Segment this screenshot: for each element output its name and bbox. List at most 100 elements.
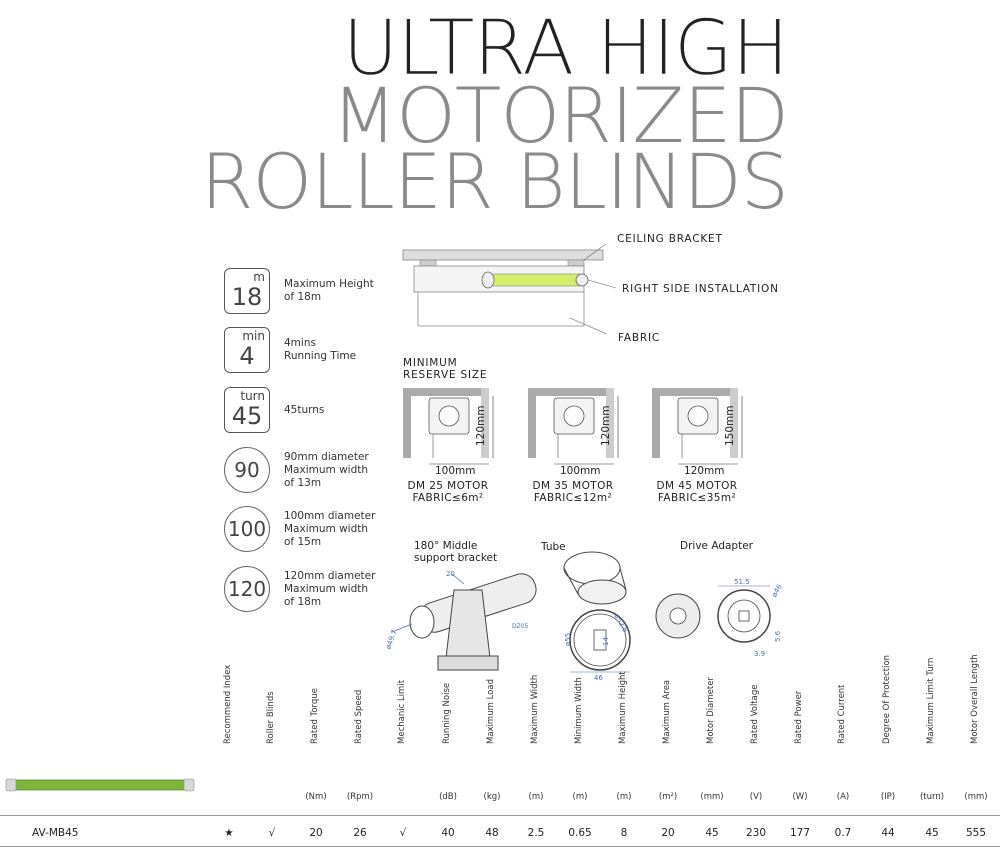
fabric-limit: FABRIC≤6m² <box>412 492 484 504</box>
column-header: Roller Blinds <box>266 691 276 744</box>
spec-unit: turn <box>240 389 265 403</box>
table-bottom-rule <box>0 846 1000 847</box>
column-header: Rated Power <box>794 690 804 744</box>
table-cell: 45 <box>705 827 719 839</box>
table-cell: 44 <box>881 827 895 839</box>
drive-adapter-label: Drive Adapter <box>680 540 753 552</box>
title-line-3: ROLLER BLINDS <box>200 137 789 226</box>
reserve-width-label: 120mm <box>684 465 725 477</box>
dim-56: 5.6 <box>774 630 782 642</box>
title-line-1: ULTRA HIGH <box>342 3 789 92</box>
reserve-height-label: 120mm <box>600 405 612 447</box>
motor-tube-image <box>5 778 195 792</box>
column-unit: (dB) <box>439 792 457 802</box>
column-unit: (V) <box>749 792 763 802</box>
column-unit: (IP) <box>880 792 896 802</box>
column-header: Maximum Load <box>486 679 496 744</box>
table-cell: 555 <box>965 827 987 839</box>
column-header: Maximum Area <box>662 679 672 744</box>
column-unit: (m) <box>572 792 588 802</box>
spec-number: 18 <box>231 283 263 311</box>
table-cell: 230 <box>745 827 767 839</box>
column-unit: (m) <box>528 792 544 802</box>
tube-drawing: ø55 ø52.8 14 46 <box>563 551 631 682</box>
column-header: Rated Speed <box>354 689 364 744</box>
reserve-width-label: 100mm <box>560 465 601 477</box>
spec-number: 120 <box>227 577 267 601</box>
column-unit: (m) <box>616 792 632 802</box>
column-header: Mechanic Limit <box>397 679 407 744</box>
spec-text-line: of 18m <box>284 291 322 303</box>
column-header: Rated Torque <box>310 688 320 744</box>
table-cell: √ <box>268 827 276 839</box>
table-cell: 20 <box>309 827 323 839</box>
spec-text-line: Maximum width <box>284 582 369 595</box>
spec-text-line: 100mm diameter <box>284 509 376 522</box>
spec-unit: m <box>253 270 265 284</box>
dim-d497: ø49.7 <box>384 629 398 650</box>
column-header: Minimum Width <box>574 677 584 744</box>
table-cell: 40 <box>441 827 455 839</box>
spec-text-line: of 13m <box>284 476 322 489</box>
dim-46: 46 <box>594 674 603 682</box>
installation-diagram <box>402 244 617 334</box>
tube-label: Tube <box>541 541 566 553</box>
column-unit: (W) <box>792 792 808 802</box>
table-cell: ★ <box>224 827 234 839</box>
column-header: Recommend Index <box>223 664 233 744</box>
spec-text-line: 4mins <box>284 337 316 349</box>
middle-support-bracket-drawing: 20 DZ05 ø49.7 <box>384 570 537 671</box>
spec-number: 90 <box>234 458 260 482</box>
dim-14: 14 <box>602 637 610 646</box>
spec-text-line: Running Time <box>284 350 357 362</box>
spec-number: 4 <box>239 342 255 370</box>
column-unit: (mm) <box>964 792 988 802</box>
spec-text-line: 120mm diameter <box>284 569 376 582</box>
ceiling-bracket-label: CEILING BRACKET <box>617 233 723 245</box>
dim-dz05: DZ05 <box>512 623 529 630</box>
table-cell: 26 <box>353 827 367 839</box>
dim-d46: ø46 <box>770 583 784 599</box>
column-header: Maximum Height <box>618 671 628 744</box>
spec-text-line: of 18m <box>284 595 322 608</box>
column-unit: (Nm) <box>305 792 327 802</box>
column-unit: (m²) <box>658 792 678 802</box>
spec-number: 100 <box>227 517 267 541</box>
reserve-width-label: 100mm <box>435 465 476 477</box>
table-cell: 20 <box>661 827 675 839</box>
motor-model: DM 25 MOTOR <box>407 480 489 492</box>
drive-adapter-drawing: 51.5 ø46 5.6 3.9 <box>655 578 784 658</box>
dim-20: 20 <box>446 570 455 578</box>
spec-circle-icon: 120 <box>224 566 270 612</box>
spec-text-line: Maximum width <box>284 522 369 535</box>
motor-model: DM 45 MOTOR <box>656 480 738 492</box>
spec-text-line: 90mm diameter <box>284 450 369 463</box>
reserve-height-label: 150mm <box>724 405 736 447</box>
column-header: Motor Overall Length <box>970 654 980 744</box>
spec-text-line: Maximum width <box>284 463 369 476</box>
spec-number: 45 <box>231 402 263 430</box>
reserve-height-label: 120mm <box>475 405 487 447</box>
right-side-label: RIGHT SIDE INSTALLATION <box>622 283 779 295</box>
reserve-box-drawing <box>403 388 494 465</box>
reserve-box-drawing <box>652 388 743 465</box>
table-top-rule <box>0 815 1000 816</box>
spec-text-line: 45turns <box>284 403 325 416</box>
column-header: Rated Voltage <box>750 684 760 744</box>
spec-text-line: Maximum Height <box>284 278 374 290</box>
dim-d55: ø55 <box>564 633 572 646</box>
fabric-limit: FABRIC≤35m² <box>657 492 737 504</box>
